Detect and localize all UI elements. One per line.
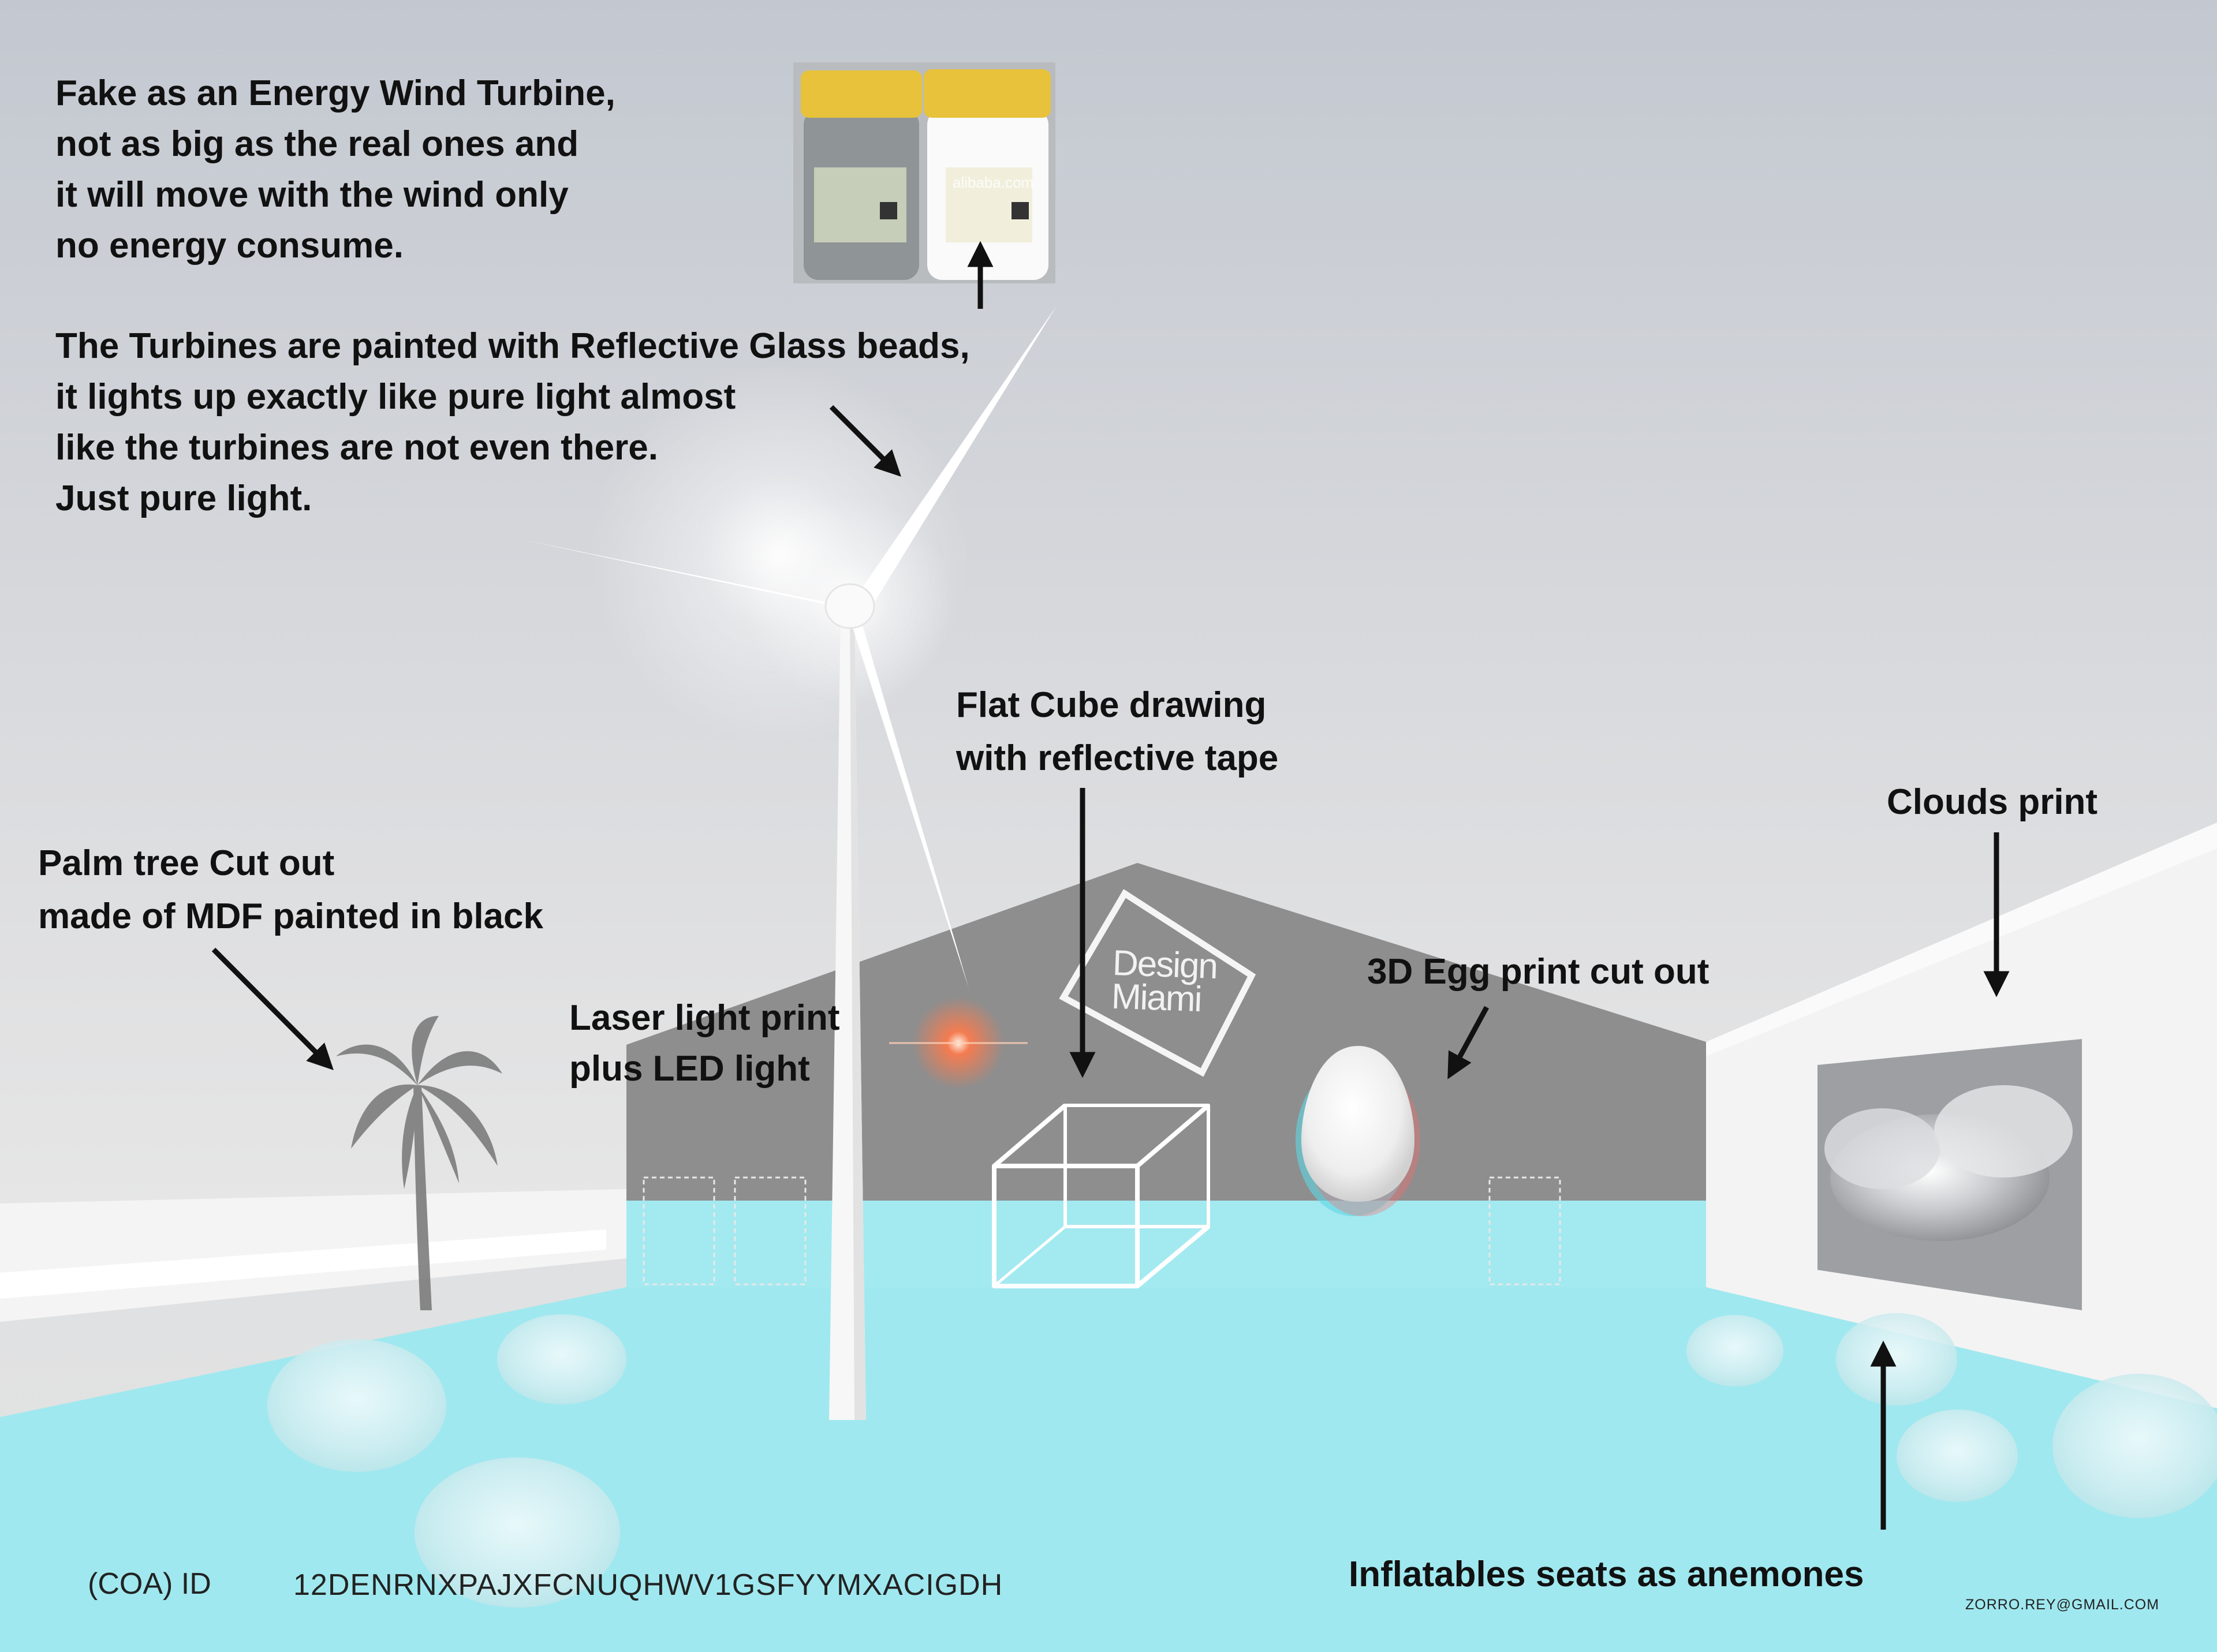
inflatables-note: Inflatables seats as anemones — [1349, 1554, 1864, 1594]
glass-beads-note: The Turbines are painted with Reflective… — [55, 326, 970, 518]
arrow-icon — [1447, 1006, 1489, 1079]
cloud-shape-2 — [1934, 1085, 2073, 1178]
door-outline — [734, 1176, 807, 1285]
palm-tree-icon — [336, 1016, 502, 1310]
design-miami-logo-text: Design Miami — [1110, 943, 1218, 1020]
jar-watermark: alibaba.com — [953, 174, 1033, 191]
laser-light-note: Laser light print plus LED light — [569, 998, 840, 1089]
turbine-blade-down — [848, 612, 969, 988]
door-outline — [643, 1176, 715, 1285]
egg-print-note: 3D Egg print cut out — [1367, 952, 1710, 992]
palm-tree-note: Palm tree Cut out made of MDF painted in… — [38, 843, 543, 936]
inflatable-seats — [267, 1313, 2217, 1608]
door-outline — [1488, 1176, 1561, 1285]
cloud-shape-3 — [1824, 1108, 1940, 1189]
contact-email: ZORRO.REY@GMAIL.COM — [1965, 1597, 2160, 1613]
clouds-print-note: Clouds print — [1887, 782, 2098, 822]
inflatable-seat — [1897, 1410, 2018, 1502]
turbine-blade-left — [522, 540, 848, 609]
cube-icon — [992, 1103, 1210, 1288]
glass-bead-jars-photo — [793, 62, 1055, 283]
egg-icon — [1301, 1046, 1414, 1202]
arrow-icon — [829, 405, 901, 477]
coa-id: 12DENRNXPAJXFCNUQHWV1GSFYYMXACIGDH — [293, 1568, 1003, 1602]
floor-back-band — [626, 1201, 1706, 1287]
annotation-arrows — [211, 241, 2010, 1530]
turbine-tower-shade — [850, 612, 866, 1420]
inflatable-seat — [267, 1339, 446, 1472]
inflatable-seat — [415, 1457, 620, 1608]
flat-cube-note: Flat Cube drawing with reflective tape — [956, 685, 1279, 778]
inflatable-seat — [2052, 1374, 2217, 1518]
left-road-line — [0, 1229, 606, 1299]
coa-label: (COA) ID — [88, 1567, 211, 1601]
inflatable-seat — [497, 1314, 626, 1404]
pavilion-wall — [626, 863, 1706, 1287]
turbine-intro-note: Fake as an Energy Wind Turbine, not as b… — [55, 73, 615, 266]
turbine-hub — [824, 583, 875, 629]
turbine-blade-up — [848, 306, 1057, 621]
arrow-icon — [211, 947, 334, 1070]
right-wall-top-shade — [1706, 823, 2217, 1056]
inflatable-seat — [1686, 1315, 1783, 1386]
inflatable-seat — [1836, 1313, 1957, 1406]
wind-turbine-icon — [522, 306, 1057, 1420]
